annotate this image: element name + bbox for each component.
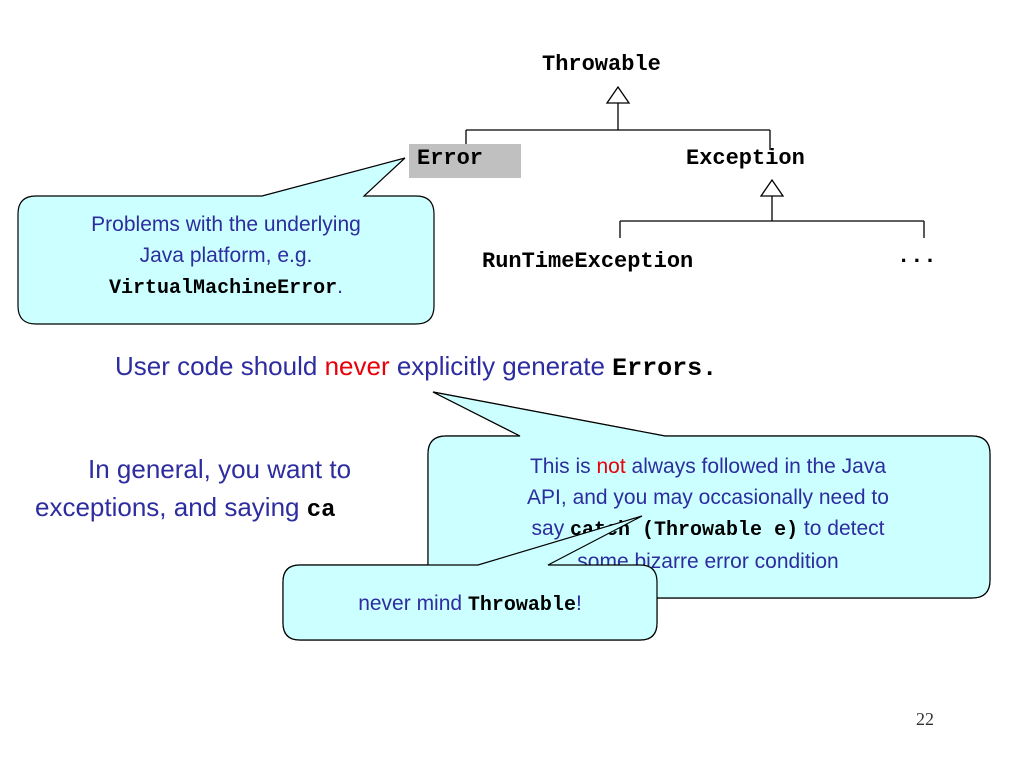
callout-java-text: This is not always followed in the Java … [432,451,984,577]
callout-error-text: Problems with the underlying Java platfo… [22,209,430,304]
callout-never-text: never mind Throwable! [285,588,655,621]
callout-error-code: VirtualMachineError [109,277,338,300]
main-statement-code: Errors. [612,354,718,383]
callout-error-suffix: . [337,275,343,298]
callout-error-bubble [17,157,435,325]
node-throwable: Throwable [542,52,661,77]
hidden-text-code: ca [306,497,336,524]
callout-never-bubble-overlay [282,515,658,641]
hidden-text-line2-label: exceptions, and saying [35,492,300,522]
hidden-text-line1: In general, you want to [88,454,352,484]
callout-java-emphasis: not [596,455,626,478]
callout-java-line1: This is not always followed in the Java [432,451,984,482]
node-exception: Exception [686,146,805,171]
inheritance-connector-throwable [465,85,771,150]
callout-error-line1: Problems with the underlying [91,213,361,236]
callout-java-line1-rest: always followed in the Java [625,455,887,478]
hidden-text-line2: exceptions, and saying ca [35,492,336,524]
inheritance-connector-exception [619,178,925,238]
callout-java-line3-prefix: say [531,517,571,540]
callout-java-prefix: This is [529,455,597,478]
error-highlight [409,144,521,178]
main-statement-prefix: User code should [115,351,325,381]
main-statement-middle: explicitly generate [389,351,613,381]
page-number: 22 [916,709,934,729]
callout-never-code: Throwable [467,594,576,617]
callout-java-line3: say catch (Throwable e) to detect [432,513,984,546]
callout-never-suffix: ! [575,592,582,615]
callout-java-line2: API, and you may occasionally need to [527,486,889,509]
node-runtime-exception: RunTimeException [482,249,694,274]
node-ellipsis: ... [897,244,937,269]
callout-error-line3: VirtualMachineError. [22,271,430,304]
callout-never-prefix: never mind [358,592,468,615]
callout-error-line2: Java platform, e.g. [139,244,313,267]
main-statement-emphasis: never [324,351,390,381]
node-error: Error [417,146,484,171]
main-statement: User code should never explicitly genera… [115,351,717,383]
callout-java-code: catch (Throwable e) [570,519,799,542]
callout-java-line3-suffix: to detect [798,517,885,540]
